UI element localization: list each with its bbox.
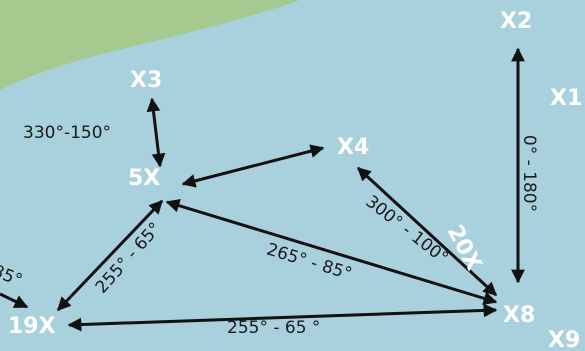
route-5x-x8 [165,199,498,305]
node-x4: X4 [337,135,370,160]
node-x3: X3 [130,68,163,93]
route-19x-x8 [67,303,498,332]
node-x8: X8 [503,303,536,328]
node-19x: 19X [8,314,56,339]
node-x2: X2 [500,9,533,34]
node-x9: X9 [548,328,581,351]
route-left-edge [0,292,29,309]
land-area [0,0,300,90]
route-19x-5x [56,199,164,312]
bearing-x2-x8: 0° - 180° [519,134,540,213]
bearing-x3-5x: 330°-150° [23,123,112,143]
node-x1: X1 [550,86,583,111]
node-5x: 5X [128,166,161,191]
bearing-19x-x8: 255° - 65 ° [227,318,321,338]
route-5x-x4 [181,144,325,188]
route-x3-5x [146,97,166,168]
